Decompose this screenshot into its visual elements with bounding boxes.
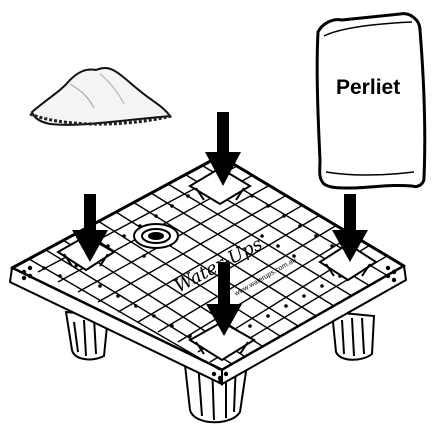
powder-pile-icon [30,68,172,125]
perlite-bag-icon: Perliet [317,14,425,188]
drain-hole-icon [134,224,178,248]
bag-label: Perliet [336,76,400,99]
